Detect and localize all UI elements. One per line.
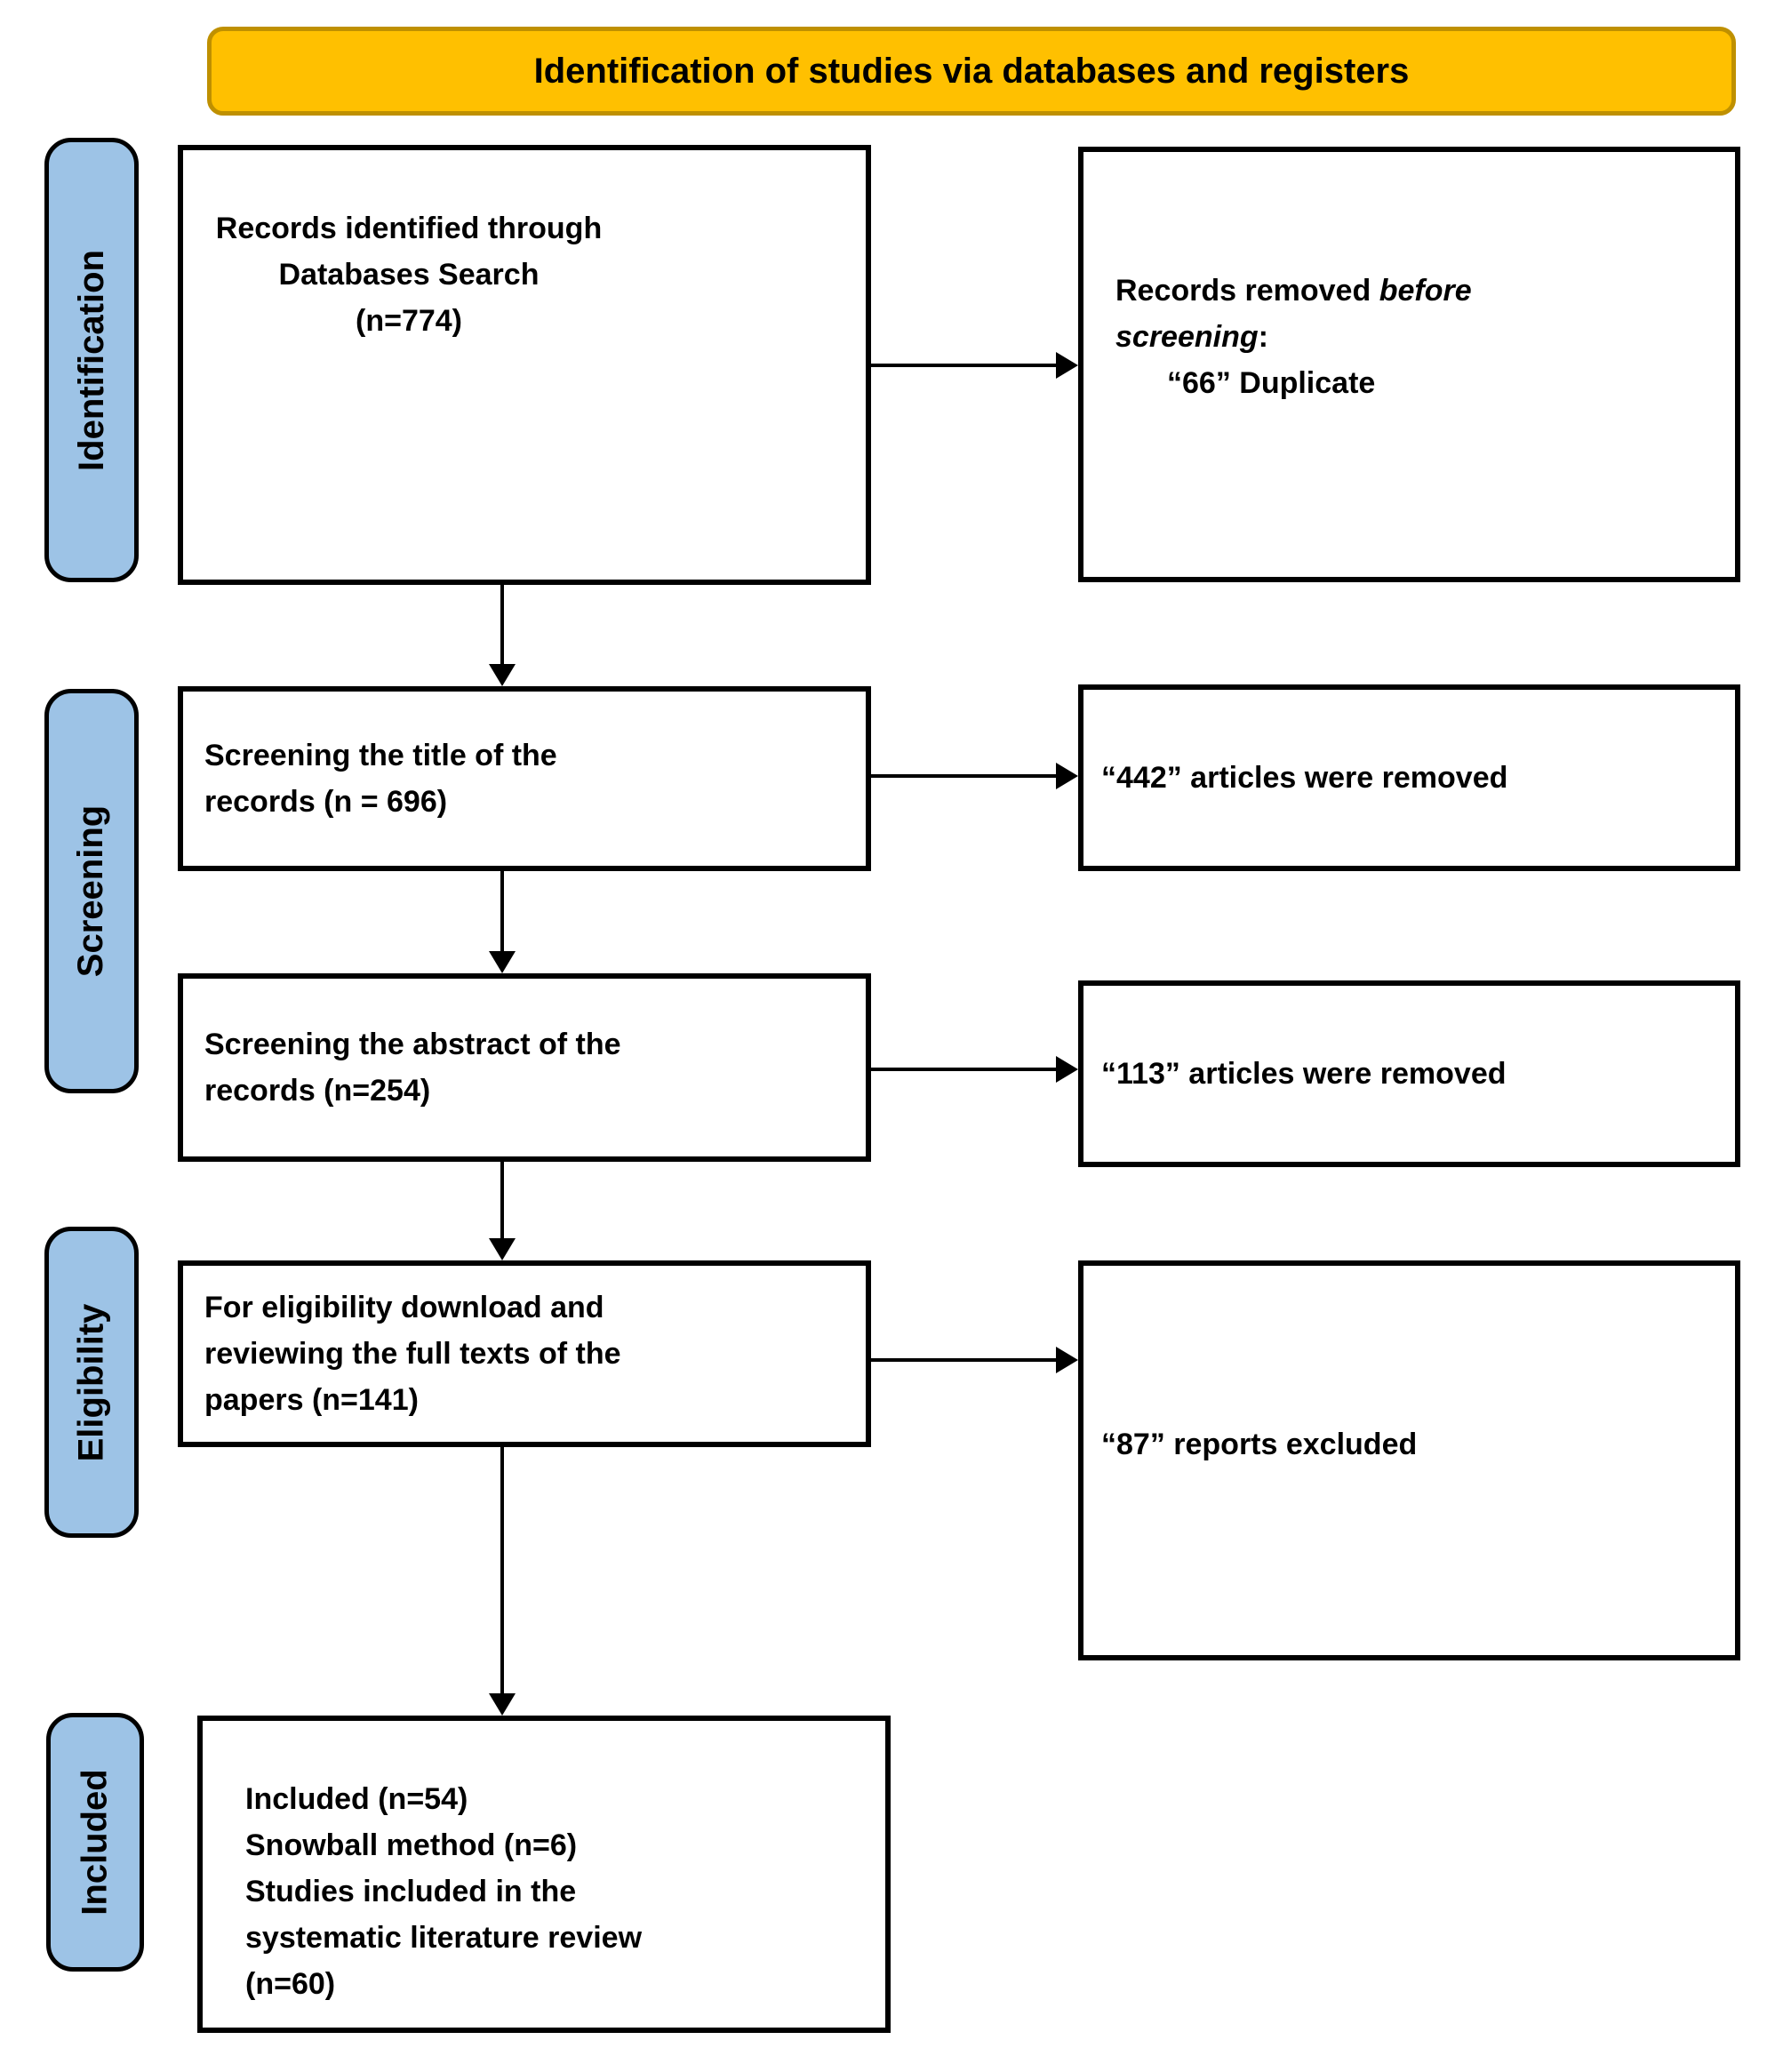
arrow-line	[500, 585, 504, 664]
stage-label-included: Included	[46, 1713, 144, 1972]
box-screening-title: Screening the title of the records (n = …	[178, 686, 871, 871]
arrow-line	[871, 1068, 1056, 1071]
text-line: papers (n=141)	[204, 1383, 419, 1417]
arrow-line	[500, 1162, 504, 1238]
stage-label-text: Identification	[71, 249, 111, 471]
text-line: For eligibility download and	[204, 1291, 604, 1324]
text-line: screening:	[1115, 314, 1717, 360]
banner-title-text: Identification of studies via databases …	[533, 51, 1410, 91]
arrow-down-icon	[489, 664, 516, 686]
text-line: Databases Search	[278, 258, 540, 292]
arrow-right-icon	[1056, 763, 1078, 789]
stage-label-text: Eligibility	[71, 1303, 111, 1461]
text-line: “66” Duplicate	[1167, 366, 1376, 400]
box-screening-abstract: Screening the abstract of the records (n…	[178, 973, 871, 1162]
stage-label-text: Screening	[71, 804, 111, 978]
text-line: (n=60)	[245, 1967, 336, 2001]
text-line: Screening the abstract of the	[204, 1028, 621, 1061]
stage-label-text: Included	[75, 1769, 115, 1916]
arrow-right-icon	[1056, 352, 1078, 379]
text-line: Screening the title of the	[204, 739, 557, 772]
box-reports-excluded: “87” reports excluded	[1078, 1260, 1740, 1660]
box-included-studies: Included (n=54) Snowball method (n=6) St…	[197, 1716, 891, 2033]
text-line: systematic literature review	[245, 1921, 643, 1955]
text-segment: Records removed	[1115, 274, 1371, 308]
text-segment-italic: screening	[1115, 320, 1259, 354]
arrow-line	[500, 871, 504, 951]
text-line: reviewing the full texts of the	[204, 1337, 621, 1371]
arrow-right-icon	[1056, 1056, 1078, 1083]
box-records-removed-before-screening: Records removed before screening: “66” D…	[1078, 147, 1740, 582]
stage-label-screening: Screening	[44, 689, 139, 1093]
box-abstract-articles-removed: “113” articles were removed	[1078, 980, 1740, 1167]
box-title-articles-removed: “442” articles were removed	[1078, 684, 1740, 871]
text-line: records (n = 696)	[204, 785, 448, 819]
arrow-down-icon	[489, 1693, 516, 1716]
text-segment-italic: before	[1379, 274, 1472, 308]
text-line: “442” articles were removed	[1101, 761, 1508, 795]
arrow-down-icon	[489, 1238, 516, 1260]
text-line: Included (n=54)	[245, 1782, 468, 1816]
text-line: Studies included in the	[245, 1875, 577, 1908]
text-line: “113” articles were removed	[1101, 1057, 1507, 1091]
arrow-line	[500, 1447, 504, 1693]
arrow-right-icon	[1056, 1347, 1078, 1373]
arrow-line	[871, 774, 1056, 778]
stage-label-eligibility: Eligibility	[44, 1227, 139, 1538]
box-records-identified: Records identified through Databases Sea…	[178, 145, 871, 585]
text-line: records (n=254)	[204, 1074, 431, 1108]
banner-title: Identification of studies via databases …	[207, 27, 1736, 116]
arrow-line	[871, 364, 1056, 367]
text-line: Records removed before	[1115, 268, 1717, 314]
text-line: Snowball method (n=6)	[245, 1828, 578, 1862]
text-line: Records identified through	[215, 212, 603, 245]
stage-label-identification: Identification	[44, 138, 139, 582]
text-line: (n=774)	[356, 304, 462, 338]
box-eligibility-fulltext: For eligibility download and reviewing t…	[178, 1260, 871, 1447]
arrow-down-icon	[489, 951, 516, 973]
text-segment: :	[1258, 320, 1268, 354]
text-line: “87” reports excluded	[1101, 1428, 1418, 1461]
arrow-line	[871, 1358, 1056, 1362]
